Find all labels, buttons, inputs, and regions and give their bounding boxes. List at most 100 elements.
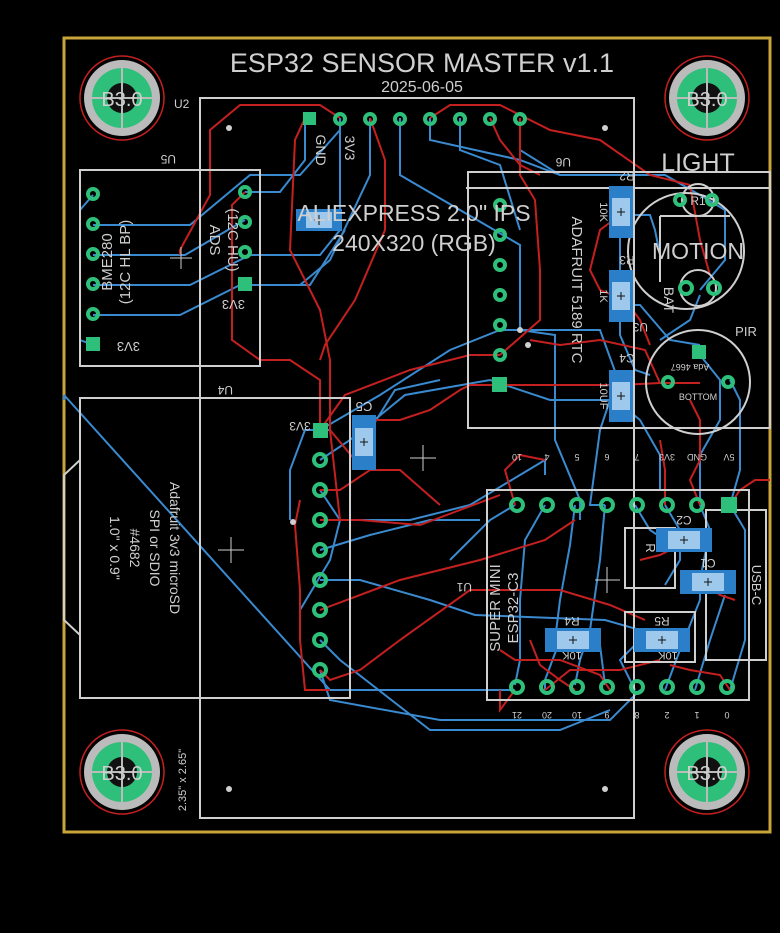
u5-outline: [79, 169, 261, 367]
u6-label: U6: [555, 155, 571, 169]
pin-label: 5V: [723, 452, 734, 462]
mount-hole-label-bl: B3.0: [101, 763, 142, 785]
mount-hole-label-br: B3.0: [686, 763, 727, 785]
sd-label-line2: SPI or SDIO: [147, 509, 163, 586]
fiducials: [170, 247, 620, 593]
bme-label-line1: BME280: [99, 233, 116, 291]
mount-hole-tl: [79, 55, 165, 141]
sd-label-line4: 1.0" x 0.9": [107, 516, 123, 580]
u5-label: U5: [160, 152, 176, 166]
pin-label: GND: [687, 452, 708, 462]
r3-label: R3: [619, 253, 635, 267]
board-title: ESP32 SENSOR MASTER v1.1: [230, 48, 614, 78]
ads-3v3-label: 3V3: [222, 297, 245, 312]
u3-label: U3: [632, 320, 648, 334]
usbc-label: USB-C: [749, 565, 764, 605]
r1-label: R1: [690, 194, 706, 208]
display-label-line2: 240X320 (RGB): [332, 230, 496, 256]
esp-bottom-pin-labels: 21 20 10 9 8 2 1 0: [512, 710, 730, 720]
smd-c4: [609, 370, 633, 422]
pin-label: 4: [544, 452, 549, 462]
sd-3v3-label: 3V3: [289, 419, 311, 433]
smd-r5: [634, 628, 690, 652]
sd-outline: [79, 397, 351, 699]
u6-outline: [467, 171, 771, 429]
pin-label: 5: [574, 452, 579, 462]
board-date: 2025-06-05: [381, 79, 463, 96]
c1-label: C1: [700, 556, 716, 570]
pin-label: 0: [724, 710, 729, 720]
mount-hole-label-tr: B3.0: [686, 89, 727, 111]
esp-outline: [486, 489, 750, 701]
pin-label: 10: [572, 710, 582, 720]
esp-top-pin-labels: 10 4 5 6 7 3V3 GND 5V: [512, 452, 735, 462]
mount-hole-bl: [79, 729, 165, 815]
r5-outline: [624, 611, 696, 663]
pir-label: PIR: [735, 324, 757, 339]
sd-tab-outline: [63, 459, 81, 636]
pin-label: 8: [634, 710, 639, 720]
r5-label: R5: [654, 614, 670, 628]
smd-c1: [680, 570, 736, 594]
smd-r4: [545, 628, 601, 652]
esp-label-line1: SUPER MINI: [487, 564, 504, 652]
r-outline: [624, 527, 676, 589]
display-outline: [199, 97, 635, 819]
smd-r2: [609, 186, 633, 238]
gnd-label: GND: [313, 134, 329, 165]
u4-label: U4: [217, 383, 233, 397]
r3-value: 1K: [597, 289, 609, 303]
pin-label: 6: [604, 452, 609, 462]
pin-label: 7: [634, 452, 639, 462]
smd-c5: [352, 415, 376, 470]
light-frame: [659, 215, 730, 282]
sd-label-line3: #4682: [127, 529, 143, 568]
c2-label: C2: [676, 513, 692, 527]
display-label-line1: ALIEXPRESS 2.0" IPS: [297, 200, 530, 226]
c4-value: 10UF: [597, 383, 609, 410]
ada-label: Ada 4667: [671, 362, 710, 372]
smd-components: [296, 186, 736, 652]
pin-label: 3V3: [659, 452, 675, 462]
pin-label: 1: [694, 710, 699, 720]
pin-label: 2: [664, 710, 669, 720]
c4-label: C4: [619, 351, 635, 365]
motion-label: MOTION: [652, 238, 744, 264]
esp-label-line2: ESP32-C3: [505, 573, 522, 644]
bat-label: BAT: [661, 287, 677, 314]
pad-square: [303, 112, 316, 125]
ads-label-line1: ADS: [206, 225, 223, 256]
mount-hole-tr: [664, 55, 750, 141]
c5-label: C5: [356, 399, 373, 414]
v33-label: 3V3: [342, 136, 358, 161]
light-sensor-outline: [627, 192, 745, 310]
r2-value: 10K: [597, 202, 609, 222]
smd-c2: [656, 528, 712, 552]
smd-u2-part: [296, 209, 342, 231]
bme-label-line2: (12C HL BP): [117, 220, 134, 304]
sd-label-line1: Adafruit 3v3 microSD: [167, 482, 183, 614]
board-dimensions: 2.35" x 2.65": [177, 749, 189, 811]
pin-label: 10: [512, 452, 522, 462]
rtc-label: ADAFRUIT 5189 RTC: [568, 217, 585, 364]
ads-label-line2: (12C HU): [224, 208, 241, 271]
r2-label: R2: [619, 169, 635, 183]
mount-hole-br: [664, 729, 750, 815]
mount-hole-label-tl: B3.0: [101, 89, 142, 111]
mounting-holes: [79, 55, 750, 815]
silkscreen-text: ESP32 SENSOR MASTER v1.1 2025-06-05 B3.0…: [99, 48, 764, 811]
r-label: R: [643, 543, 658, 552]
bottom-label: BOTTOM: [679, 392, 717, 402]
r5-value: 10K: [658, 649, 678, 661]
r4-value: 10K: [562, 649, 582, 661]
u1-label: U1: [456, 580, 472, 594]
r4-label: R4: [564, 614, 580, 628]
pads: [86, 112, 737, 695]
pin-label: 20: [542, 710, 552, 720]
pir-outline: [645, 329, 751, 435]
board-edge: [62, 36, 772, 834]
light-label: LIGHT: [661, 149, 735, 177]
display-corner-dots: [226, 125, 608, 792]
pin-label: 21: [512, 710, 522, 720]
